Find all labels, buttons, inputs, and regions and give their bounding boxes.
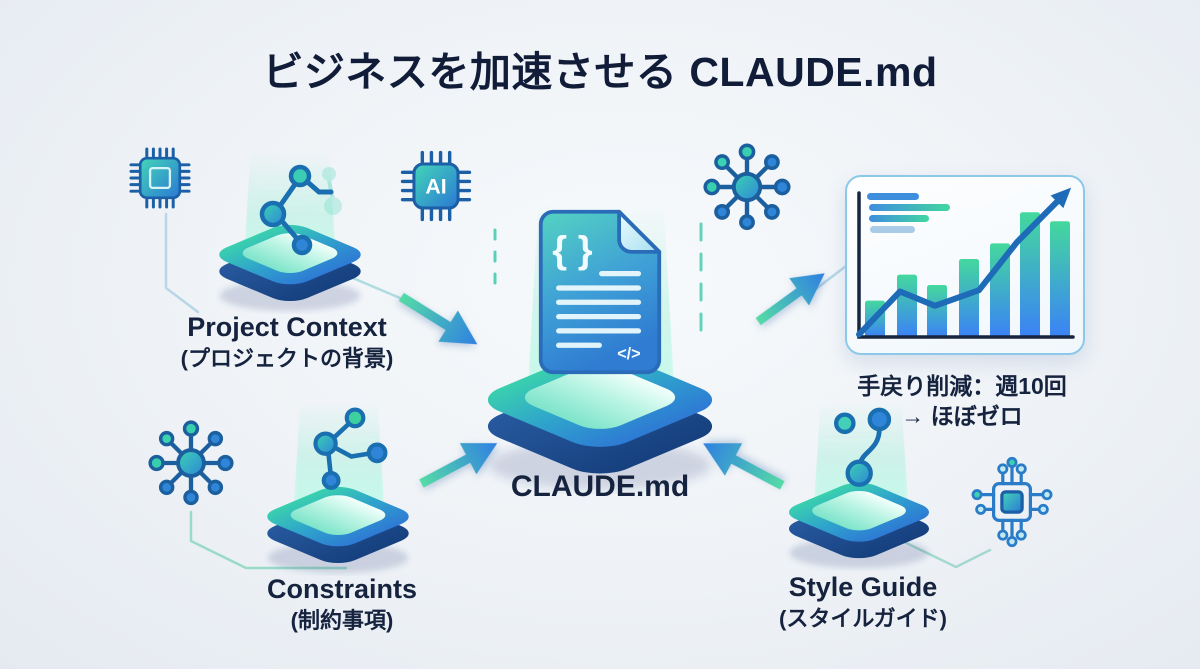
chart-trend-line [856, 187, 1072, 338]
claude-md-label: CLAUDE.md [510, 470, 690, 503]
label-style-guide: Style Guide (スタイルガイド) [732, 572, 994, 631]
hub-network-icon-top [703, 143, 791, 231]
claude-md-document-icon: { } </> [538, 209, 662, 375]
ai-chip-label: AI [425, 175, 446, 199]
growth-chart-card [845, 175, 1085, 355]
hub-network-icon-left [148, 420, 234, 506]
result-metric: 手戻り削減：週10回 → ほぼゼロ [812, 371, 1112, 431]
chart-bar [1050, 221, 1070, 337]
growth-chart [856, 187, 1075, 339]
chart-bar [1020, 212, 1040, 337]
doc-braces-glyph: { } [552, 228, 592, 271]
cpu-chip-icon [129, 147, 191, 209]
doc-code-glyph: </> [617, 345, 640, 363]
chart-bar [959, 259, 979, 337]
ai-chip-icon: AI [400, 150, 472, 222]
chart-bar [897, 274, 917, 337]
node-graph-icon-style [834, 407, 892, 487]
result-line2: → ほぼゼロ [901, 403, 1023, 429]
project-context-subtitle: (プロジェクトの背景) [180, 346, 394, 372]
result-line1: 手戻り削減：週10回 [857, 373, 1067, 399]
node-graph-icon-project [259, 164, 342, 256]
chart-legend-lines [867, 193, 950, 233]
constraints-subtitle: (制約事項) [290, 608, 394, 634]
page-title: ビジネスを加速させる CLAUDE.md [262, 49, 938, 95]
chart-trend-arrowhead [1050, 187, 1072, 209]
label-constraints: Constraints (制約事項) [211, 574, 473, 633]
style-guide-subtitle: (スタイルガイド) [779, 606, 947, 632]
node-graph-icon-constraints [313, 407, 388, 490]
style-guide-title: Style Guide [788, 572, 938, 602]
circuit-chip-icon [971, 456, 1053, 548]
project-context-title: Project Context [187, 312, 387, 342]
chart-bar [927, 285, 947, 337]
constraints-title: Constraints [266, 574, 418, 604]
label-project-context: Project Context (プロジェクトの背景) [156, 312, 418, 371]
